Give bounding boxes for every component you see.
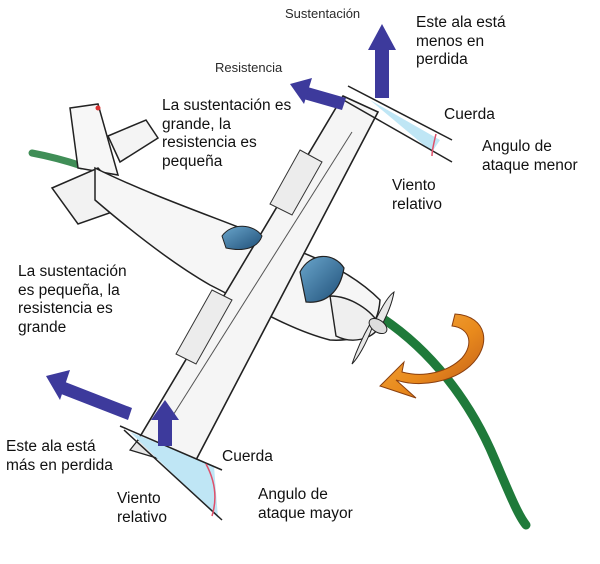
right-wing-stall-text: Este ala está menos en perdida [416,14,506,69]
aileron-lower [175,289,233,365]
chord-bottom-label: Cuerda [222,448,273,465]
tail-light-icon [95,105,101,111]
aoa-large-label: Angulo de ataque mayor [258,486,353,522]
relative-wind-line-bottom [123,429,223,521]
spinner [368,317,388,335]
rotation-arrow-icon [379,313,485,399]
lift-arrow-top [368,24,396,98]
vertical-tail [69,103,120,176]
drag-arrow-bottom [46,370,132,420]
canopy-front [299,255,345,303]
spin-path-lower [377,313,531,530]
chord-top-label: Cuerda [444,106,495,123]
spin-path-upper [28,149,86,170]
horizontal-stabilizer [106,119,160,164]
aoa-large-arc [205,463,216,517]
left-wing-forces-text: La sustentación es pequeña, la resistenc… [18,263,127,336]
lift-arrow-bottom [151,400,179,446]
chord-line-top [347,85,453,141]
canopy-rear [221,225,263,250]
relative-wind-top-label: Viento relativo [392,177,442,213]
relative-wind-bottom-label: Viento relativo [117,490,167,526]
drag-arrow-top [290,78,346,110]
right-wing-forces-text: La sustentación es grande, la resistenci… [162,97,292,170]
wing-flap-line [169,131,353,421]
propeller-blade-lower [351,322,373,365]
aileron-upper [269,149,323,216]
aoa-small-wedge [370,100,440,152]
aoa-small-label: Angulo de ataque menor [482,138,578,174]
lift-label: Sustentación [285,6,361,21]
aoa-small-arc [431,133,437,157]
relative-wind-line-top [339,97,453,163]
chord-line-bottom [119,425,223,471]
left-wing-stall-text: Este ala está más en perdida [6,438,113,474]
drag-label: Resistencia [215,60,283,75]
